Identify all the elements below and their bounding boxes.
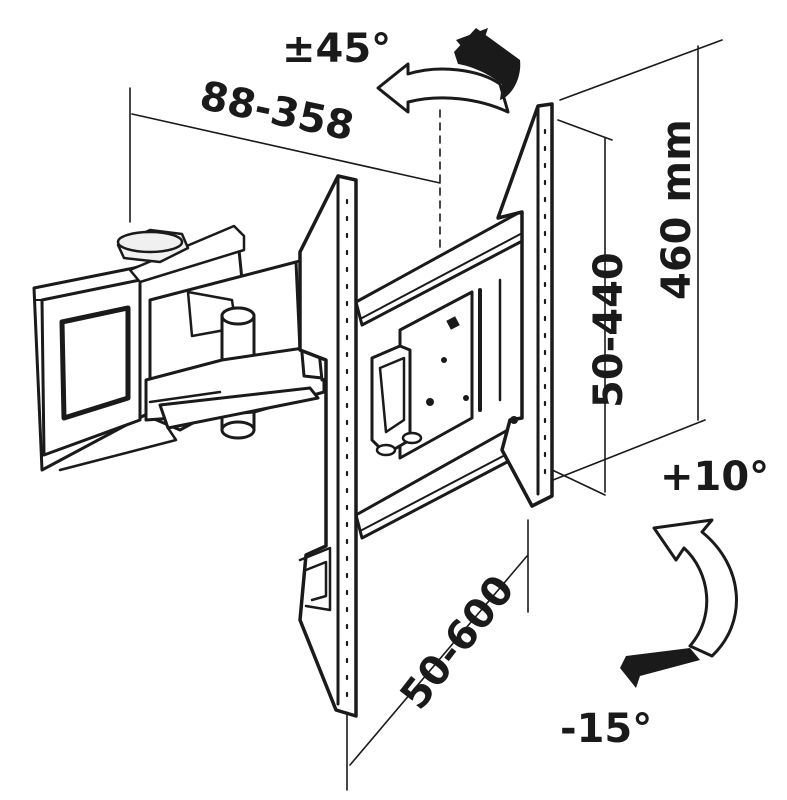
swivel-label: ±45° [282, 26, 391, 72]
articulating-arm [32, 224, 326, 472]
dimension-lines [129, 39, 723, 791]
left-upright [298, 174, 358, 718]
horizontal-hole-spacing-label: 50-600 [392, 567, 524, 718]
vertical-hole-spacing-label: 50-440 [586, 252, 632, 408]
vesa-bracket [294, 102, 554, 718]
overall-height-label: 460 mm [654, 119, 700, 300]
arm-extension-label: 88-358 [196, 73, 358, 150]
swivel-arrow [376, 28, 521, 114]
tilt-up-label: +10° [660, 454, 769, 500]
tilt-arrow [620, 518, 738, 688]
tilt-down-label: -15° [560, 706, 652, 752]
